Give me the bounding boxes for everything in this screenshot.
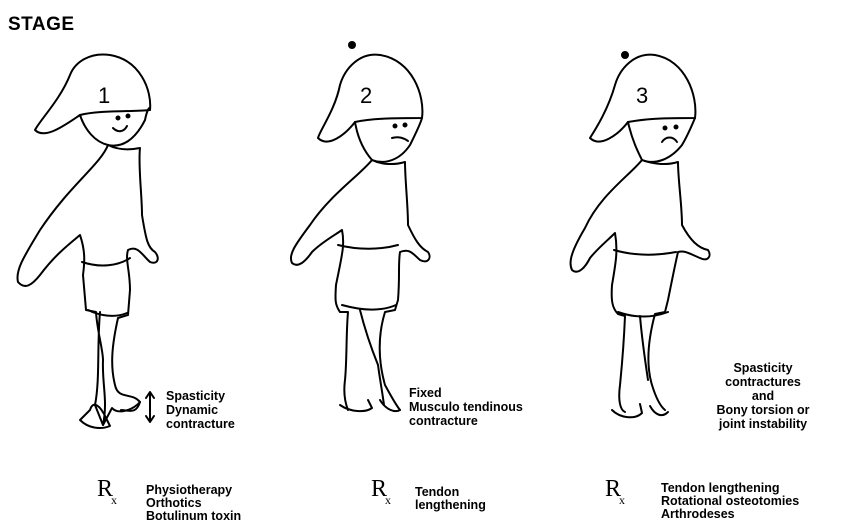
stage-2-treatment: Tendon lengthening [415, 486, 486, 512]
stage-3-treatment: Tendon lengthening Rotational osteotomie… [661, 482, 799, 521]
stage-3-description: Spasticity contractures and Bony torsion… [704, 361, 822, 431]
child-figure-stage-1 [17, 54, 157, 428]
stage-number-1: 1 [98, 83, 110, 108]
rx-symbol-stage-2: Rx [371, 476, 391, 506]
stage-1-treatment: Physiotherapy Orthotics Botulinum toxin [146, 484, 241, 523]
stage-1-description: Spasticity Dynamic contracture [166, 389, 235, 431]
helmet-stage-1 [35, 54, 150, 133]
stage-number-2: 2 [360, 83, 372, 108]
stage-2-description: Fixed Musculo tendinous contracture [409, 386, 523, 428]
stage-number-3: 3 [636, 83, 648, 108]
rx-symbol-stage-3: Rx [605, 476, 625, 506]
rx-symbol-stage-1: Rx [97, 476, 117, 506]
